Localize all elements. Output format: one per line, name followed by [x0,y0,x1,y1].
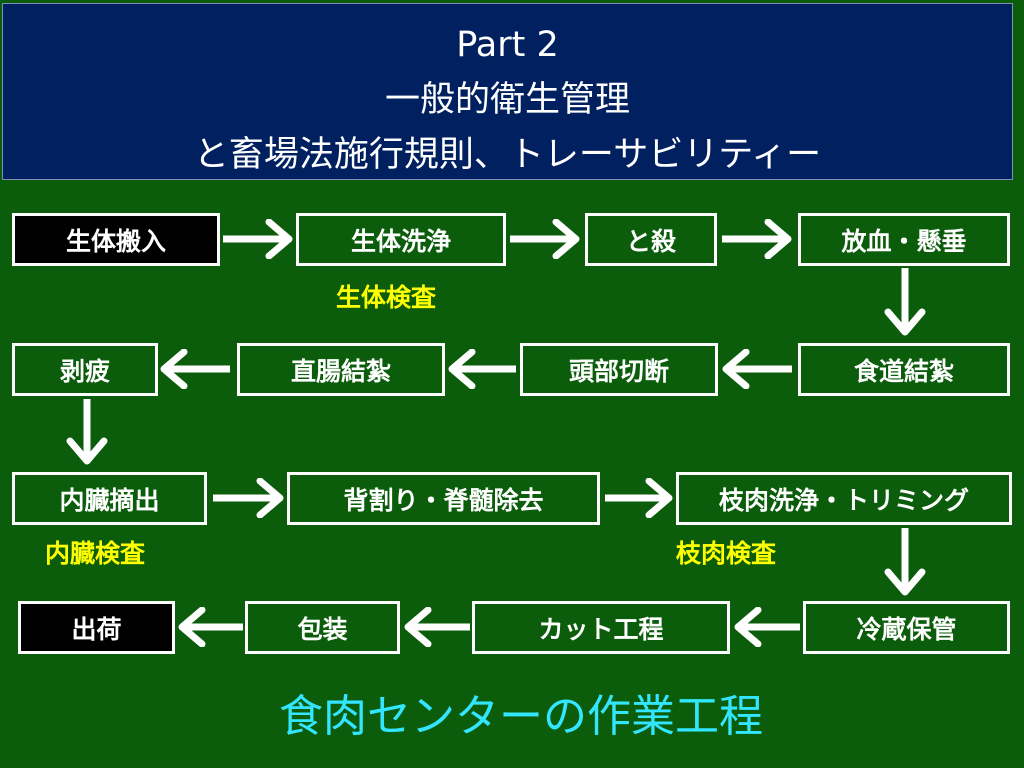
arrow-right-icon [223,219,293,259]
arrow-down-icon [884,268,926,336]
step-slaughter: と殺 [585,213,717,266]
step-splitting-spinal-cord-removal: 背割り・脊髄除去 [287,472,600,525]
step-live-animal-intake: 生体搬入 [12,213,220,266]
step-shipping: 出荷 [18,601,175,654]
slide-footer-title: 食肉センターの作業工程 [279,691,763,742]
arrow-left-icon [160,349,230,389]
slide-header: Part 2 一般的衛生管理 と畜場法施行規則、トレーサビリティー [2,3,1013,180]
step-skinning: 剥疲 [12,343,158,396]
arrow-down-icon [884,528,926,596]
step-esophagus-ligation: 食道結紮 [798,343,1010,396]
step-rectum-ligation: 直腸結紮 [237,343,445,396]
step-cold-storage: 冷蔵保管 [803,601,1010,654]
arrow-left-icon [722,349,792,389]
header-part-label: Part 2 [456,25,559,65]
step-packaging: 包装 [245,601,400,654]
step-head-removal: 頭部切断 [520,343,718,396]
arrow-left-icon [448,349,516,389]
inspection-label-carcass: 枝肉検査 [676,539,777,568]
arrow-left-icon [178,607,243,647]
inspection-label-live-animal: 生体検査 [336,283,437,312]
step-carcass-washing-trimming: 枝肉洗浄・トリミング [676,472,1012,525]
inspection-label-viscera: 内臓検査 [45,539,146,568]
step-cutting-process: カット工程 [472,601,730,654]
step-bleeding-hanging: 放血・懸垂 [798,213,1010,266]
arrow-left-icon [404,607,470,647]
step-live-animal-washing: 生体洗浄 [296,213,506,266]
header-subtitle: と畜場法施行規則、トレーサビリティー [193,135,822,175]
arrow-right-icon [213,478,284,518]
arrow-left-icon [734,607,800,647]
step-evisceration: 内臓摘出 [12,472,207,525]
arrow-down-icon [66,399,108,465]
header-title: 一般的衛生管理 [384,80,630,120]
arrow-right-icon [605,478,673,518]
arrow-right-icon [722,219,792,259]
arrow-right-icon [510,219,580,259]
